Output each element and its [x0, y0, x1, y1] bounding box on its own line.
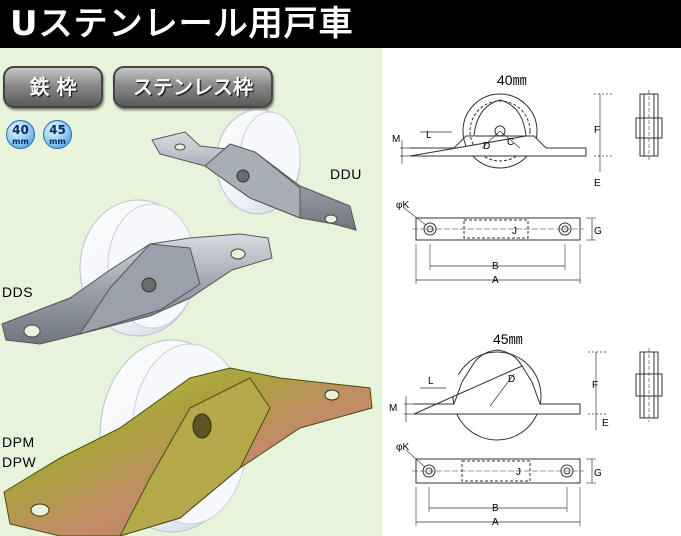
stainless-frame-badge: ステンレス枠 [113, 66, 273, 108]
drawing-45mm: 45㎜ L D M F E [389, 331, 663, 528]
dim-40-c: C [507, 137, 514, 148]
dim-45-k: φK [396, 442, 409, 453]
header-bar: Uステンレール用戸車 [0, 0, 681, 48]
dim-40-k: φK [396, 200, 409, 211]
dds-roller-image [1, 199, 273, 345]
dim-45-l: L [428, 376, 434, 387]
model-label-dds: DDS [2, 284, 34, 300]
drawing-45-side-view [635, 348, 663, 422]
dim-40-m: M [392, 134, 400, 145]
drawing-45-plan-view [405, 449, 596, 526]
product-photos [1, 109, 373, 536]
ddu-roller-image [151, 109, 357, 231]
dim-45-f: F [592, 380, 598, 391]
drawing-40-title: 40㎜ [497, 72, 527, 88]
iron-frame-badge: 鉄 枠 [3, 66, 103, 108]
size-40-unit: mm [12, 137, 29, 146]
drawing-45-title: 45㎜ [493, 331, 523, 347]
dim-40-b: B [492, 261, 499, 272]
dim-40-j: J [512, 226, 517, 237]
dim-45-m: M [389, 403, 397, 414]
size-45-unit: mm [49, 137, 66, 146]
dim-45-e: E [602, 418, 609, 429]
dim-40-f: F [594, 125, 600, 136]
dim-45-b: B [492, 503, 499, 514]
model-label-ddu: DDU [330, 166, 362, 182]
drawing-40-front-view [400, 93, 612, 172]
drawing-40-side-view [635, 90, 663, 160]
model-label-dpw: DPW [2, 454, 37, 470]
drawing-40mm: 40㎜ M L [392, 72, 663, 286]
dim-45-d: D [508, 374, 515, 385]
drawing-40-plan-view [403, 207, 596, 284]
dpm-roller-image [3, 339, 373, 536]
size-40-value: 40 [12, 123, 29, 137]
dim-45-a: A [492, 517, 499, 528]
dim-40-e: E [594, 178, 601, 189]
dim-40-l: L [426, 130, 432, 141]
dim-45-g: G [594, 468, 602, 479]
dimension-drawing-panel: 40㎜ M L [382, 48, 681, 536]
dimension-drawings: 40㎜ M L [389, 72, 663, 528]
size-45-badge: 45 mm [43, 120, 72, 149]
dim-45-j: J [516, 467, 521, 478]
product-photo-panel: 鉄 枠 ステンレス枠 40 mm 45 mm [0, 48, 382, 536]
size-45-value: 45 [49, 123, 66, 137]
dim-40-d: D [483, 141, 490, 152]
dim-40-g: G [594, 226, 602, 237]
dim-40-a: A [492, 275, 499, 286]
size-40-badge: 40 mm [6, 120, 35, 149]
model-label-dpm: DPM [2, 434, 35, 450]
drawing-45-front-view [404, 349, 606, 441]
page-title: Uステンレール用戸車 [10, 4, 354, 44]
